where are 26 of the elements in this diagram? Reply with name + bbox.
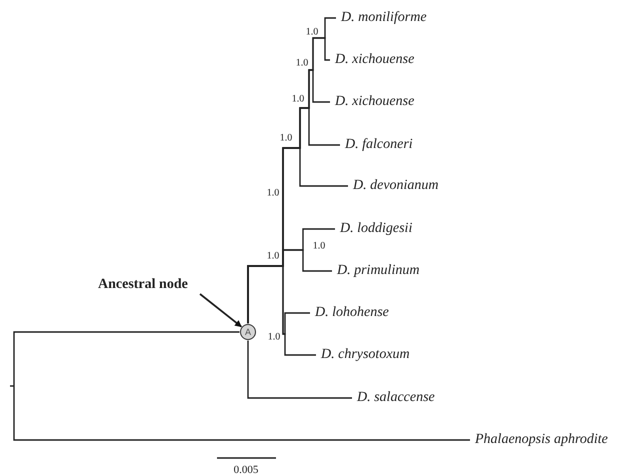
callout-label: Ancestral node [98, 276, 188, 294]
taxon-label: D. devonianum [348, 177, 439, 195]
scale-value: 0.005 [234, 464, 258, 475]
support-value: 1.0 [312, 240, 326, 252]
taxon-label: D. xichouense [330, 93, 414, 111]
tree-branch [247, 340, 352, 399]
taxon-label: Phalaenopsis aphrodite [470, 431, 608, 449]
tree-branch [13, 331, 470, 441]
taxon-label: D. loddigesii [335, 220, 412, 238]
ancestral-node-circle: A [240, 324, 256, 340]
support-value: 1.0 [306, 26, 318, 38]
arrow [199, 293, 242, 328]
taxon-label: D. moniliforme [336, 9, 427, 27]
tree-branch [247, 265, 316, 356]
support-value: 1.0 [280, 132, 292, 144]
support-value: 1.0 [292, 94, 304, 104]
taxon-label: D. primulinum [332, 262, 420, 280]
taxon-label: D. falconeri [340, 136, 413, 154]
taxon-label: D. xichouense [330, 51, 414, 69]
support-value: 1.0 [266, 250, 280, 262]
support-value: 1.0 [296, 58, 308, 68]
support-value: 1.0 [268, 332, 280, 342]
support-value: 1.0 [266, 188, 280, 198]
taxon-label: D. salaccense [352, 389, 435, 407]
taxon-label: D. lohohense [310, 304, 389, 322]
taxon-label: D. chrysotoxum [316, 346, 410, 364]
